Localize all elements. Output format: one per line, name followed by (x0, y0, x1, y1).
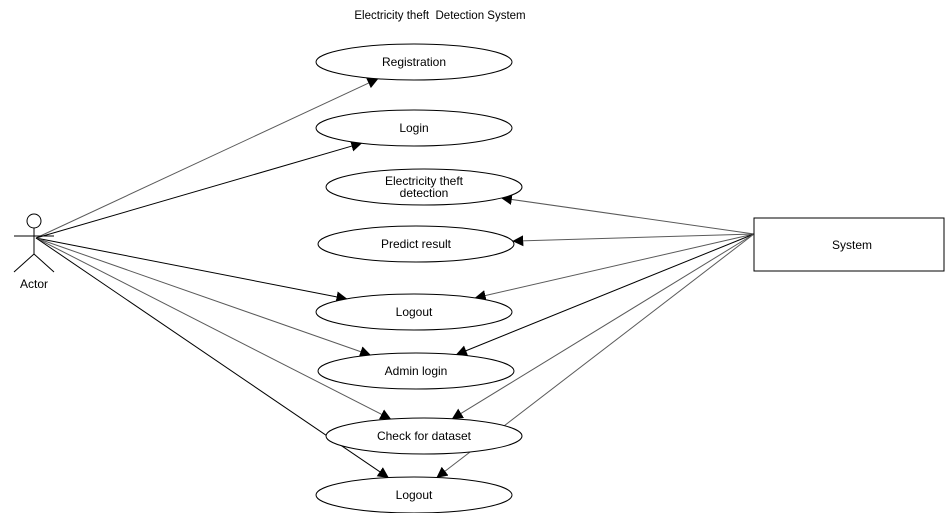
system-box[interactable]: System (753, 217, 945, 272)
use-case-ellipse (325, 417, 523, 455)
use-case-ellipse (315, 109, 513, 147)
system-rectangle (753, 217, 945, 272)
use-case-label: Login (399, 121, 428, 135)
association-actor-to-registration (35, 78, 379, 239)
use-case-ellipse (317, 352, 515, 390)
association-system-to-predict-result (512, 233, 755, 247)
association-lines (35, 78, 755, 479)
association-actor-to-check-for-dataset (35, 237, 392, 420)
use-case-login[interactable]: Login (315, 109, 513, 147)
use-case-ellipse (317, 225, 515, 263)
use-case-label: Registration (382, 55, 446, 69)
use-case-ellipse (315, 43, 513, 81)
use-case-ellipse (325, 168, 523, 206)
use-case-label: Admin login (385, 364, 448, 378)
association-actor-to-admin-login (35, 237, 372, 357)
association-system-to-admin-login (455, 233, 755, 356)
actor-left-leg (13, 253, 35, 273)
use-case-label: Electricity theft (385, 174, 464, 188)
use-case-label: Logout (396, 305, 433, 319)
use-case-label: Predict result (381, 237, 452, 251)
use-case-logout-admin[interactable]: Logout (315, 476, 513, 513)
association-system-to-logout-user (474, 233, 755, 301)
use-case-label: Logout (396, 488, 433, 502)
use-case-admin-login[interactable]: Admin login (317, 352, 515, 390)
association-actor-to-logout-user (35, 237, 348, 303)
actor-right-leg (33, 253, 55, 273)
system-label: System (832, 238, 872, 252)
use-case-logout-user[interactable]: Logout (315, 293, 513, 331)
use-case-check-for-dataset[interactable]: Check for dataset (325, 417, 523, 455)
use-case-predict-result[interactable]: Predict result (317, 225, 515, 263)
use-case-label: detection (400, 186, 449, 200)
association-system-to-electricity-theft-detection (500, 194, 755, 235)
diagram-title: Electricity theft Detection System (354, 10, 525, 22)
association-actor-to-login (35, 140, 363, 239)
association-system-to-check-for-dataset (451, 233, 755, 420)
use-case-ellipse (315, 293, 513, 331)
actor-label: Actor (20, 277, 48, 291)
actor-figure[interactable]: Actor (13, 213, 55, 291)
use-case-registration[interactable]: Registration (315, 43, 513, 81)
use-case-ellipse (315, 476, 513, 513)
use-case-label: Check for dataset (377, 429, 472, 443)
actor-head-icon (26, 213, 42, 229)
